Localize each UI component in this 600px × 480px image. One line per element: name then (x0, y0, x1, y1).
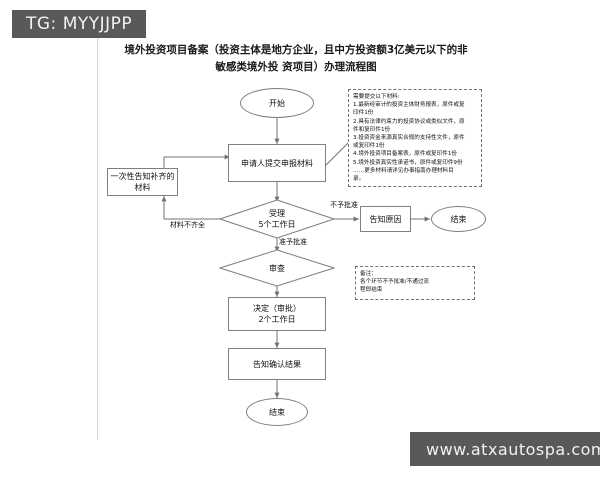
node-accept-decision-label: 受理 5个工作日 (219, 199, 335, 239)
node-inform-reason[interactable]: 告知原因 (360, 206, 411, 232)
node-inform-reason-label: 告知原因 (369, 214, 402, 224)
edge-label-materials-incomplete: 材料不齐全 (170, 221, 205, 229)
note-required-materials-line-4: 件和复印件1份 (353, 126, 391, 133)
node-decision-approval-label: 决定（审批） 2个工作日 (253, 303, 301, 325)
note-required-materials-heading: 需要提交以下材料: (353, 94, 400, 100)
node-notify-supplement[interactable]: 一次性告知补齐的材料 (107, 168, 178, 196)
watermark-bottom-tag-label: www.atxautospa.com (426, 439, 600, 459)
node-end-bottom[interactable]: 结束 (246, 398, 308, 426)
note-remark-line-2: 程即结束 (360, 287, 383, 294)
node-start[interactable]: 开始 (240, 88, 314, 118)
node-decision-line-1: 决定（审批） (253, 304, 301, 313)
watermark-top-tag: TG: MYYJJPP (12, 10, 147, 38)
node-decision-approval[interactable]: 决定（审批） 2个工作日 (228, 297, 326, 331)
note-required-materials-line-2: 印件1份 (353, 110, 374, 117)
node-submit-application-label: 申请人提交申报材料 (241, 158, 313, 168)
node-decision-line-2: 2个工作日 (258, 315, 296, 324)
watermark-bottom-tag: www.atxautospa.com (410, 432, 600, 466)
page-title-line-2: 资项目）办理流程图 (282, 61, 377, 73)
node-inform-result-label: 告知确认结果 (253, 359, 301, 369)
note-required-materials-line-5: 3.投资资金来源真实合规的支持性文件，原件 (353, 135, 465, 142)
node-review-decision[interactable]: 审查 (219, 249, 335, 287)
edge-label-approved: 准予批准 (279, 238, 307, 246)
node-end-right[interactable]: 结束 (431, 206, 486, 232)
note-required-materials-line-3: 2.具有法律约束力的投资协议或类似文件，原 (353, 118, 465, 125)
page-left-rule (97, 36, 98, 440)
node-end-bottom-label: 结束 (269, 407, 285, 417)
page-title-line-1: 境外投资项目备案（投资主体是地方企业，且中方投资额3亿美元以下的非敏感类境外投 (124, 44, 468, 73)
note-required-materials-line-1: 1.最新经审计的投资主体财务报表，原件或复 (353, 102, 465, 109)
note-required-materials-line-8: 5.境外投资真实性承诺书，原件或复印件9份 (353, 159, 463, 166)
note-required-materials-line-7: 4.境外投资项目备案表，原件或复印件1份 (353, 151, 457, 158)
note-remark: 备注： 各个环节不予批准/不通过流 程即结束 (355, 266, 475, 300)
note-required-materials-line-6: 或复印件1份 (353, 143, 385, 150)
note-remark-heading: 备注： (360, 271, 377, 277)
node-inform-result[interactable]: 告知确认结果 (228, 348, 326, 380)
node-accept-decision[interactable]: 受理 5个工作日 (219, 199, 335, 239)
node-end-right-label: 结束 (450, 214, 467, 224)
watermark-top-tag-label: TG: MYYJJPP (26, 14, 133, 34)
node-notify-supplement-label: 一次性告知补齐的材料 (110, 172, 175, 192)
note-remark-line-1: 各个环节不予批准/不通过流 (360, 279, 430, 286)
node-accept-line-2: 5个工作日 (258, 220, 296, 229)
node-start-label: 开始 (269, 98, 285, 108)
node-review-decision-label: 审查 (269, 263, 285, 273)
node-submit-application[interactable]: 申请人提交申报材料 (228, 144, 326, 182)
note-required-materials-line-9: ……更多材料请详见办事指南办理材料目 (353, 167, 454, 174)
node-accept-line-1: 受理 (269, 209, 285, 218)
note-required-materials: 需要提交以下材料: 1.最新经审计的投资主体财务报表，原件或复 印件1份 2.具… (348, 89, 482, 187)
page-title: 境外投资项目备案（投资主体是地方企业，且中方投资额3亿美元以下的非敏感类境外投 … (120, 42, 472, 76)
note-required-materials-line-10: 录。 (353, 176, 365, 183)
edge-label-not-approved: 不予批准 (330, 201, 358, 209)
